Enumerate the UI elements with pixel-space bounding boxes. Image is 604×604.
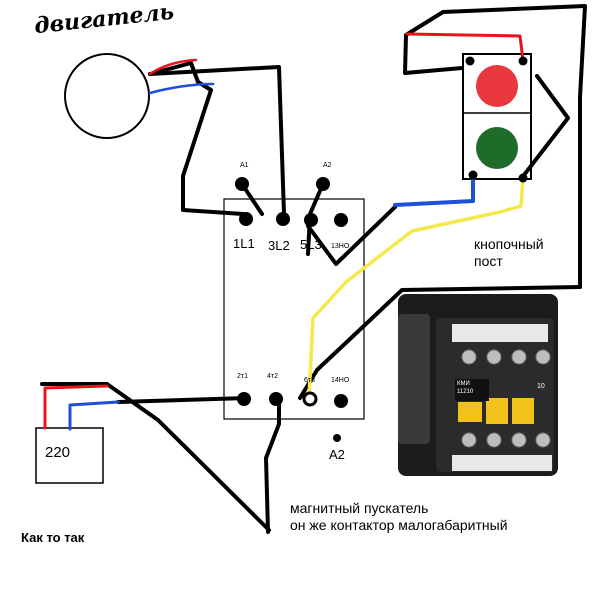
stop-button [476, 65, 518, 107]
contactor-photo-window [486, 398, 508, 424]
supply-blue-wire [68, 400, 120, 431]
motor-red-wire [148, 58, 198, 76]
contactor-photo-model: КМИ 11210 [457, 381, 474, 395]
wire-button-return [522, 74, 570, 177]
terminal-dot-5l3 [304, 213, 318, 227]
terminal-dot-a1 [235, 177, 249, 191]
start-button [476, 127, 518, 169]
terminal-label-a2-bottom: A2 [329, 447, 345, 462]
contactor-photo-label-plate [455, 379, 489, 401]
terminal-dot-6t3 [302, 391, 318, 407]
button-yellow-wire [307, 176, 525, 399]
starter-label: магнитный пускатель он же контактор мало… [290, 500, 508, 533]
wire-motor-1l1 [148, 61, 245, 216]
terminal-label-2t1: 2т1 [237, 373, 248, 380]
terminal-dot-2t1 [237, 392, 251, 406]
button-terminal-top-left [465, 56, 475, 66]
supply-label: 220 [45, 444, 71, 461]
wire-4t2-down [264, 396, 281, 534]
terminal-dot-13no [334, 213, 348, 227]
button-terminal-top-right [518, 56, 528, 66]
wire-13no [306, 205, 397, 266]
wire-left-loop [40, 382, 271, 532]
contactor-photo [398, 294, 558, 476]
terminal-label-6t3: 6т3 [304, 377, 315, 384]
motor-symbol [64, 53, 150, 139]
button-red-wire [405, 32, 525, 63]
terminal-label-1l1: 1L1 [233, 236, 255, 251]
contactor-photo-screw [511, 432, 527, 448]
terminal-dot-a2-bottom [333, 434, 341, 442]
terminal-label-13no: 13НО [331, 243, 350, 250]
button-terminal-bottom-left [468, 170, 478, 180]
footnote-label: Как то так [21, 530, 85, 545]
terminal-label-a1: A1 [240, 162, 249, 169]
terminal-label-3l2: 3L2 [268, 238, 290, 253]
contactor-photo-screw [486, 432, 502, 448]
contactor-photo-window [458, 402, 482, 422]
terminal-dot-14no [334, 394, 348, 408]
terminal-label-4t2: 4т2 [267, 373, 278, 380]
contactor-photo-screw [511, 349, 527, 365]
contactor-photo-top-strip [452, 324, 548, 342]
contactor-photo-rating: 10 [537, 383, 545, 390]
contactor-photo-left-ear [398, 314, 430, 444]
contactor-photo-screw [535, 349, 551, 365]
black-wires [40, 4, 587, 534]
terminals [235, 56, 528, 442]
terminal-label-a2-top: A2 [323, 162, 332, 169]
button-terminal-bottom-right [518, 173, 528, 183]
contactor-photo-screw [535, 432, 551, 448]
terminal-dot-a2-top [316, 177, 330, 191]
contactor-photo-screw [486, 349, 502, 365]
button-post-label: кнопочный пост [474, 236, 544, 269]
wire-motor-3l2 [148, 65, 286, 216]
wire-supply-2t1 [116, 396, 249, 404]
terminal-label-5l3: 5L3 [300, 237, 322, 252]
contactor-photo-window [512, 398, 534, 424]
contactor-photo-screw [461, 432, 477, 448]
contactor-photo-screw [461, 349, 477, 365]
button-blue-wire [393, 173, 475, 207]
terminal-dot-1l1 [239, 212, 253, 226]
terminal-dot-4t2 [269, 392, 283, 406]
motor-blue-wire [148, 82, 215, 95]
wire-button-post-loop [403, 4, 587, 289]
terminal-label-14no: 14НО [331, 377, 350, 384]
contactor-schematic-box [223, 198, 365, 420]
supply-red-wire [43, 384, 109, 430]
contactor-photo-bottom-strip [452, 455, 552, 471]
terminal-dot-3l2 [276, 212, 290, 226]
